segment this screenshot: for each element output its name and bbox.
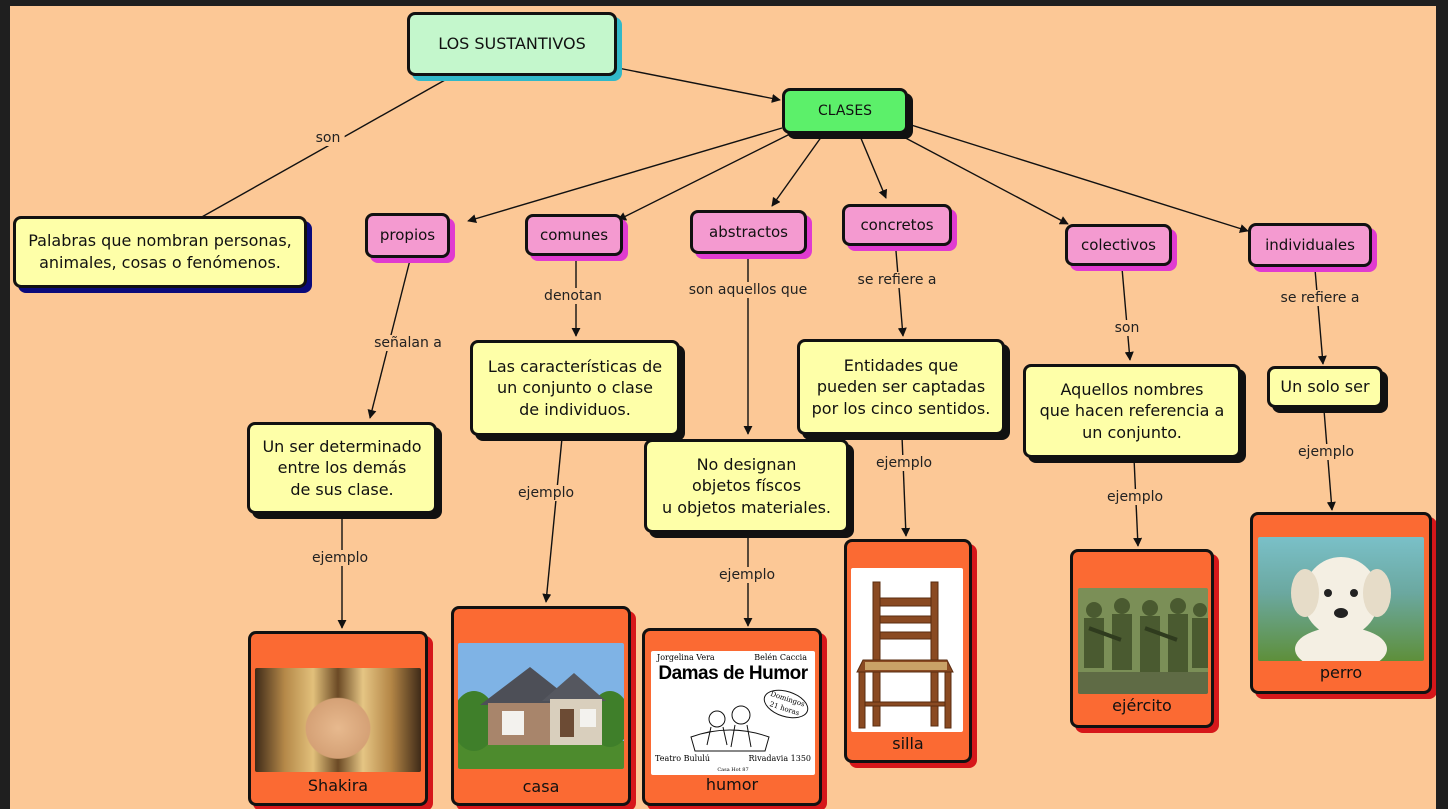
category-colectivos[interactable]: colectivos (1065, 224, 1172, 266)
example-shakira[interactable]: Shakira (248, 631, 428, 806)
example-caption-shakira: Shakira (307, 776, 369, 795)
example-casa[interactable]: casa (451, 606, 631, 806)
description-propios[interactable]: Un ser determinado entre los demás de su… (247, 422, 437, 514)
edge-concretos-example (901, 435, 911, 537)
example-caption-ejercito: ejército (1112, 696, 1172, 715)
concept-map: son señalan a denotan son aquellos que s… (10, 6, 1436, 809)
link-label-son: son (311, 130, 345, 146)
description-abstractos[interactable]: No designan objetos físcos u objetos mat… (644, 439, 849, 533)
example-ejercito[interactable]: ejército (1070, 549, 1214, 728)
edge-individuales-example (1323, 409, 1336, 511)
description-individuales[interactable]: Un solo ser (1267, 366, 1383, 408)
edge-concretos-desc (895, 250, 907, 337)
link-label-abstractos: son aquellos que (684, 282, 812, 298)
edge-root-son (199, 79, 446, 219)
definition-box[interactable]: Palabras que nombran personas, animales,… (13, 216, 307, 288)
poster-venue: Teatro Bululú (655, 754, 711, 763)
chair-photo (851, 568, 963, 732)
edge-comunes-example (542, 437, 563, 603)
category-comunes[interactable]: comunes (525, 214, 623, 256)
link-label-concretos: se refiere a (853, 272, 941, 288)
category-propios[interactable]: propios (365, 213, 450, 258)
clases-concept[interactable]: CLASES (782, 88, 908, 134)
link-label-ejemplo-concretos: ejemplo (871, 455, 937, 471)
edge-clases-comunes (617, 133, 791, 221)
example-caption-silla: silla (892, 734, 924, 753)
edge-clases-concretos (859, 135, 888, 199)
edge-clases-propios (467, 127, 783, 224)
poster-small-text: Casa Hot 87 (717, 767, 749, 773)
link-label-comunes: denotan (540, 288, 606, 304)
category-concretos[interactable]: concretos (842, 204, 952, 246)
example-caption-perro: perro (1319, 663, 1363, 682)
poster-address: Rivadavia 1350 (748, 754, 811, 763)
humor-poster: Jorgelina Vera Belén Caccia Damas de Hum… (651, 651, 815, 775)
edge-colectivos-desc (1121, 267, 1134, 361)
link-label-ejemplo-individuales: ejemplo (1293, 444, 1359, 460)
example-humor[interactable]: Jorgelina Vera Belén Caccia Damas de Hum… (642, 628, 822, 806)
link-label-individuales: se refiere a (1276, 290, 1364, 306)
puppy-photo (1258, 537, 1424, 661)
link-label-ejemplo-comunes: ejemplo (513, 485, 579, 501)
edge-clases-abstractos (771, 135, 823, 207)
edge-clases-colectivos (897, 133, 1069, 225)
example-perro[interactable]: perro (1250, 512, 1432, 694)
example-caption-humor: humor (705, 775, 759, 794)
poster-title: Damas de Humor (658, 663, 808, 684)
example-silla[interactable]: silla (844, 539, 972, 763)
link-label-ejemplo-colectivos: ejemplo (1102, 489, 1168, 505)
edge-root-clases (617, 67, 781, 103)
link-label-colectivos: son (1110, 320, 1144, 336)
link-label-ejemplo-abstractos: ejemplo (714, 567, 780, 583)
poster-name-right: Belén Caccia (754, 653, 807, 662)
category-abstractos[interactable]: abstractos (690, 210, 807, 254)
link-label-propios: señalan a (370, 335, 446, 351)
edge-clases-individuales (907, 123, 1249, 233)
example-caption-casa: casa (522, 777, 560, 796)
root-concept[interactable]: LOS SUSTANTIVOS (407, 12, 617, 76)
description-concretos[interactable]: Entidades que pueden ser captadas por lo… (797, 339, 1005, 435)
shakira-photo (255, 668, 421, 772)
category-individuales[interactable]: individuales (1248, 223, 1372, 267)
house-photo (458, 643, 624, 769)
poster-illustration (690, 705, 770, 752)
army-photo (1078, 588, 1208, 694)
description-comunes[interactable]: Las características de un conjunto o cla… (470, 340, 680, 436)
link-label-ejemplo-propios: ejemplo (307, 550, 373, 566)
poster-name-left: Jorgelina Vera (657, 653, 715, 662)
edge-individuales-desc (1314, 268, 1327, 365)
description-colectivos[interactable]: Aquellos nombres que hacen referencia a … (1023, 364, 1241, 458)
